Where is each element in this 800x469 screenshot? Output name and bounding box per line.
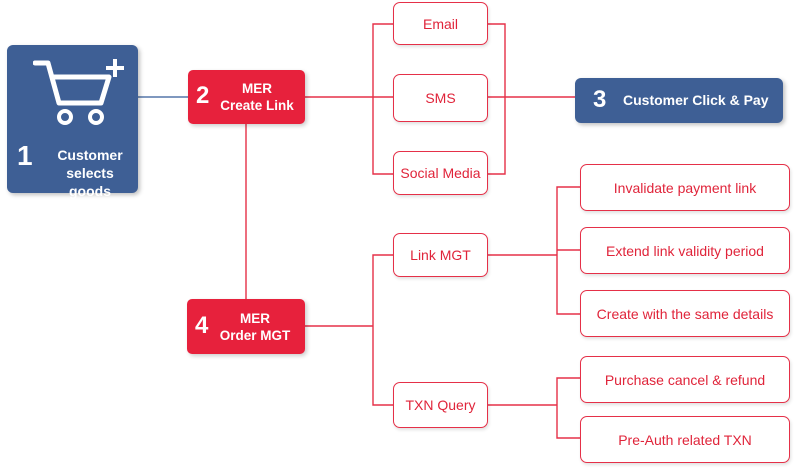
customer-label-line2: selects goods — [66, 165, 114, 199]
step-number-3: 3 — [593, 86, 607, 113]
bracket-order-left — [372, 254, 393, 406]
bracket-channels-left — [372, 23, 393, 175]
shopping-cart-add-icon — [33, 59, 124, 125]
customer-click-pay-label: Customer Click & Pay — [623, 92, 769, 108]
action-pre-auth-related-txn: Pre-Auth related TXN — [580, 416, 790, 463]
channel-social-media: Social Media — [393, 151, 488, 195]
mer-order-mgt-node: 4 MER Order MGT — [187, 299, 305, 354]
bracket-channels-right — [488, 23, 506, 175]
link-mgt-node: Link MGT — [393, 233, 488, 277]
customer-label: Customer selects goods — [47, 146, 133, 200]
txn-query-node: TXN Query — [393, 382, 488, 428]
customer-selects-goods-node: 1 Customer selects goods — [7, 45, 138, 199]
channel-email: Email — [393, 2, 488, 45]
create-link-label-line1: MER — [242, 81, 272, 96]
step-number-1: 1 — [17, 140, 33, 171]
customer-label-line1: Customer — [57, 147, 123, 163]
order-mgt-label: MER Order MGT — [213, 310, 297, 344]
step-number-2: 2 — [196, 82, 210, 109]
action-create-same-details: Create with the same details — [580, 290, 790, 337]
create-link-label: MER Create Link — [217, 80, 297, 114]
action-extend-link-validity: Extend link validity period — [580, 227, 790, 274]
channel-sms: SMS — [393, 74, 488, 122]
action-purchase-cancel-refund: Purchase cancel & refund — [580, 356, 790, 403]
order-mgt-label-line2: Order MGT — [219, 328, 291, 343]
action-invalidate-payment-link: Invalidate payment link — [580, 164, 790, 211]
bracket-txn-actions — [556, 377, 580, 439]
step-number-4: 4 — [195, 312, 209, 339]
customer-click-pay-node: 3 Customer Click & Pay — [575, 78, 783, 123]
order-mgt-label-line1: MER — [240, 311, 270, 326]
create-link-label-line2: Create Link — [220, 98, 294, 113]
mer-create-link-node: 2 MER Create Link — [188, 70, 305, 124]
